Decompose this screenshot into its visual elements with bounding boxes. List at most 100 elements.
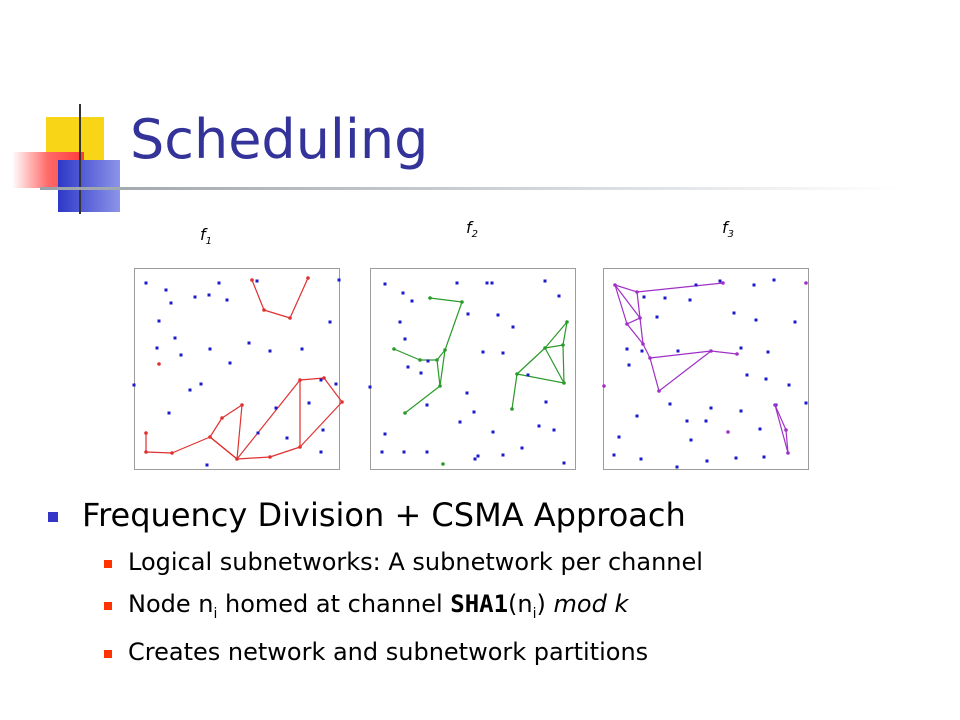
node-other-channel — [368, 385, 372, 389]
node-other-channel — [255, 279, 259, 283]
link-f3 — [785, 429, 789, 454]
node-f3 — [726, 430, 730, 434]
bullet-main-text: Frequency Division + CSMA Approach — [82, 496, 686, 534]
node-f1 — [306, 276, 310, 280]
link-f2 — [511, 373, 518, 410]
link-f1 — [209, 436, 238, 460]
node-other-channel — [705, 459, 709, 463]
node-other-channel — [225, 298, 229, 302]
node-other-channel — [132, 383, 136, 387]
node-other-channel — [668, 402, 672, 406]
node-f1 — [268, 455, 272, 459]
node-other-channel — [718, 279, 722, 283]
node-other-channel — [401, 291, 405, 295]
link-f3 — [626, 323, 644, 345]
bullet-sub-1-marker — [104, 560, 112, 568]
node-other-channel — [328, 320, 332, 324]
node-other-channel — [663, 296, 667, 300]
link-f1 — [209, 417, 223, 438]
node-other-channel — [426, 359, 430, 363]
link-f1 — [236, 456, 271, 460]
bullet-sub-2-marker — [104, 602, 112, 610]
network-f1 — [132, 276, 344, 467]
bullet-sub-2-part2: homed at channel — [217, 590, 451, 618]
bullet-sub-2-italic: mod k — [553, 590, 629, 618]
frequency-label-1-sub: 1 — [205, 236, 213, 248]
node-other-channel — [501, 453, 505, 457]
node-other-channel — [762, 455, 766, 459]
frequency-label-3: f3 — [722, 218, 734, 240]
frequency-label-1: f1 — [200, 225, 212, 247]
link-f1 — [263, 309, 291, 319]
node-other-channel — [455, 281, 459, 285]
link-f2 — [439, 349, 446, 387]
node-f1 — [340, 400, 344, 404]
link-f2 — [444, 301, 463, 351]
bullet-sub-2-sub: i — [213, 605, 218, 622]
node-other-channel — [406, 365, 410, 369]
node-other-channel — [285, 436, 289, 440]
node-other-channel — [557, 294, 561, 298]
node-other-channel — [734, 456, 738, 460]
node-other-channel — [179, 353, 183, 357]
node-other-channel — [321, 428, 325, 432]
node-f2 — [418, 358, 422, 362]
node-other-channel — [639, 457, 643, 461]
node-other-channel — [268, 349, 272, 353]
title-underline — [40, 187, 900, 190]
node-f2 — [438, 384, 442, 388]
node-other-channel — [425, 450, 429, 454]
node-other-channel — [383, 432, 387, 436]
node-f1 — [235, 457, 239, 461]
node-other-channel — [300, 347, 304, 351]
frequency-label-3-base: f — [722, 218, 728, 237]
link-f2 — [429, 297, 463, 303]
node-f2 — [460, 300, 464, 304]
node-other-channel — [247, 341, 251, 345]
node-f3 — [735, 352, 739, 356]
node-other-channel — [526, 373, 530, 377]
bullet-sub-2-part3: (n — [508, 590, 533, 618]
node-other-channel — [193, 295, 197, 299]
link-f3 — [774, 404, 787, 431]
node-other-channel — [155, 346, 159, 350]
node-other-channel — [739, 346, 743, 350]
node-other-channel — [465, 391, 469, 395]
link-f2 — [436, 349, 446, 361]
frequency-label-2-base: f — [466, 218, 472, 237]
node-other-channel — [709, 406, 713, 410]
node-f3 — [635, 290, 639, 294]
node-f1 — [208, 435, 212, 439]
node-other-channel — [337, 278, 341, 282]
node-other-channel — [383, 282, 387, 286]
network-f3 — [602, 278, 808, 469]
node-f1 — [220, 416, 224, 420]
node-f3 — [784, 428, 788, 432]
node-f3 — [641, 342, 645, 346]
node-other-channel — [476, 454, 480, 458]
node-other-channel — [167, 411, 171, 415]
link-f1 — [221, 404, 243, 419]
bullet-main-marker — [48, 512, 58, 522]
node-other-channel — [473, 457, 477, 461]
node-f2 — [392, 347, 396, 351]
node-other-channel — [188, 388, 192, 392]
node-f2 — [428, 296, 432, 300]
node-other-channel — [754, 318, 758, 322]
node-f3 — [709, 349, 713, 353]
node-f3 — [625, 322, 629, 326]
node-f2 — [443, 348, 447, 352]
node-other-channel — [458, 420, 462, 424]
link-f3 — [636, 282, 724, 293]
node-other-channel — [685, 419, 689, 423]
link-f3 — [642, 343, 651, 359]
node-other-channel — [688, 298, 692, 302]
node-other-channel — [640, 349, 644, 353]
node-other-channel — [169, 301, 173, 305]
node-other-channel — [758, 427, 762, 431]
frequency-label-1-base: f — [200, 225, 206, 244]
node-other-channel — [228, 361, 232, 365]
node-f3 — [804, 281, 808, 285]
node-other-channel — [552, 428, 556, 432]
link-f2 — [516, 347, 546, 375]
